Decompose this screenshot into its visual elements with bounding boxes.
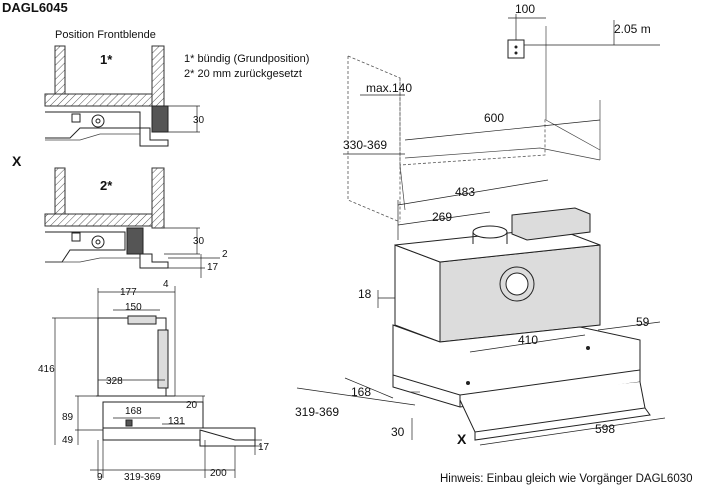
dim-328: 328 xyxy=(106,376,123,387)
dim-483: 483 xyxy=(455,185,475,199)
dim-18: 18 xyxy=(358,287,372,301)
dim-2-05-m: 2.05 m xyxy=(614,22,651,36)
dim-17-a: 17 xyxy=(207,262,219,273)
isometric-view: 100 2.05 m max.140 600 330-369 483 269 xyxy=(295,2,666,447)
dim-30: 30 xyxy=(391,425,405,439)
side-view: 177 4 150 416 328 89 49 168 20 131 17 9 … xyxy=(38,279,270,483)
installation-hint: Hinweis: Einbau gleich wie Vorgänger DAG… xyxy=(440,473,693,485)
dim-17-b: 17 xyxy=(258,442,270,453)
exhaust-box xyxy=(511,207,591,241)
detail-1-label: 1* xyxy=(100,52,113,67)
dim-30-b: 30 xyxy=(193,236,205,247)
dim-59: 59 xyxy=(636,315,650,329)
legend-recessed: 2* 20 mm zurückgesetzt xyxy=(184,68,302,80)
legend-flush: 1* bündig (Grundposition) xyxy=(184,53,309,65)
dim-20: 20 xyxy=(186,400,198,411)
front-panel-flush xyxy=(151,105,169,133)
dim-49: 49 xyxy=(62,435,74,446)
dim-416: 416 xyxy=(38,364,55,375)
x-marker-left: X xyxy=(12,153,22,169)
cabinet-floor xyxy=(44,93,153,107)
hood-body-side xyxy=(97,317,167,397)
dim-168: 168 xyxy=(351,385,371,399)
dim-4: 4 xyxy=(163,279,169,290)
right-wall xyxy=(151,45,165,107)
air-duct-top xyxy=(472,225,508,239)
dim-319-369-a: 319-369 xyxy=(124,472,161,483)
dim-200: 200 xyxy=(210,468,227,479)
dim-131: 131 xyxy=(168,416,185,427)
dim-598: 598 xyxy=(595,422,615,436)
dim-max-140: max.140 xyxy=(366,81,412,95)
dim-2: 2 xyxy=(222,249,228,260)
dim-269: 269 xyxy=(432,210,452,224)
power-outlet-icon xyxy=(507,39,525,59)
detail-2-label: 2* xyxy=(100,178,113,193)
dim-319-369-b: 319-369 xyxy=(295,405,339,419)
dim-410: 410 xyxy=(518,333,538,347)
front-panel-recessed xyxy=(126,227,144,255)
detail-recessed-position: 2* 30 2 17 xyxy=(44,167,228,278)
dim-330-369: 330-369 xyxy=(343,138,387,152)
dim-600: 600 xyxy=(484,111,504,125)
dim-9: 9 xyxy=(97,472,103,483)
hood-drawer-side xyxy=(102,401,204,431)
x-marker-right: X xyxy=(457,431,467,447)
dim-100: 100 xyxy=(515,2,535,16)
hood-drawer xyxy=(459,381,646,433)
dim-150: 150 xyxy=(125,302,142,313)
position-frontblende-label: Position Frontblende xyxy=(55,29,156,41)
model-title: DAGL6045 xyxy=(2,0,68,15)
dim-168: 168 xyxy=(125,406,142,417)
hood-lower-frame xyxy=(392,324,641,396)
dim-89: 89 xyxy=(62,412,74,423)
left-wall xyxy=(54,45,66,97)
dim-30-a: 30 xyxy=(193,115,205,126)
detail-flush-position: Position Frontblende 1* 30 xyxy=(44,29,205,147)
dim-177: 177 xyxy=(120,287,137,298)
